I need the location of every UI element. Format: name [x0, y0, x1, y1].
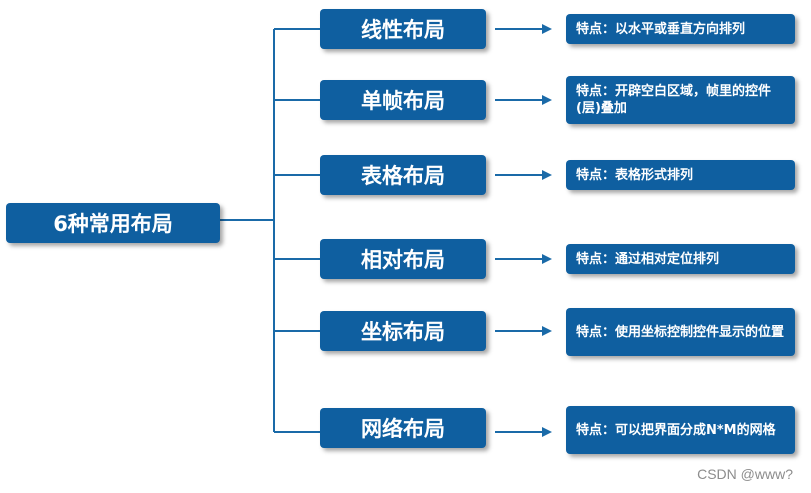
- note-absolute: 特点：使用坐标控制控件显示的位置: [566, 308, 795, 356]
- root-node: 6种常用布局: [6, 203, 220, 243]
- note-text: 特点：以水平或垂直方向排列: [576, 21, 746, 37]
- note-grid: 特点：可以把界面分成N*M的网格: [566, 406, 795, 454]
- note-text: 特点：通过相对定位排列: [576, 251, 720, 267]
- note-text: 特点：使用坐标控制控件显示的位置: [576, 324, 785, 340]
- layout-node-grid: 网络布局: [320, 408, 486, 448]
- note-text: 特点：开辟空白区域，帧里的控件(层)叠加: [576, 84, 772, 116]
- note-table: 特点：表格形式排列: [566, 160, 795, 190]
- layout-node-table: 表格布局: [320, 155, 486, 195]
- note-relative: 特点：通过相对定位排列: [566, 244, 795, 274]
- layout-node-linear: 线性布局: [320, 9, 486, 49]
- layout-node-frame: 单帧布局: [320, 80, 486, 120]
- note-text: 特点：可以把界面分成N*M的网格: [576, 422, 776, 438]
- watermark: CSDN @www?: [697, 466, 793, 482]
- note-frame: 特点：开辟空白区域，帧里的控件(层)叠加: [566, 76, 795, 124]
- layout-node-absolute: 坐标布局: [320, 311, 486, 351]
- note-text: 特点：表格形式排列: [576, 167, 694, 183]
- layout-node-relative: 相对布局: [320, 239, 486, 279]
- note-linear: 特点：以水平或垂直方向排列: [566, 14, 795, 44]
